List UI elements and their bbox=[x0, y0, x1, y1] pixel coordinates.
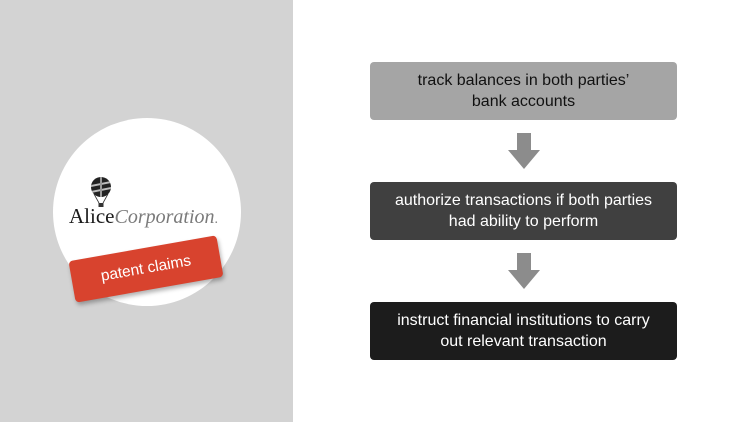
patent-claims-label: patent claims bbox=[99, 252, 193, 285]
down-arrow-icon bbox=[508, 253, 540, 289]
flow-step-3-line-1: instruct financial institutions to carry bbox=[397, 312, 650, 329]
flow-step-1-text: track balances in both parties’ bank acc… bbox=[418, 70, 630, 112]
company-wordmark: AliceCorporation. bbox=[69, 204, 218, 232]
wordmark-suffix: . bbox=[214, 212, 219, 227]
flow-step-1-line-1: track balances in both parties’ bbox=[417, 72, 630, 89]
down-arrow-icon bbox=[508, 133, 540, 169]
wordmark-alice: Alice bbox=[69, 204, 115, 228]
flow-step-1: track balances in both parties’ bank acc… bbox=[370, 62, 677, 120]
hot-air-balloon-icon bbox=[91, 177, 111, 207]
flow-step-1-line-2: bank accounts bbox=[471, 93, 576, 110]
left-panel: AliceCorporation. patent claims bbox=[0, 0, 293, 422]
flow-step-2-line-1: authorize transactions if both parties bbox=[394, 192, 653, 209]
flow-step-2: authorize transactions if both parties h… bbox=[370, 182, 677, 240]
flow-step-2-text: authorize transactions if both parties h… bbox=[395, 190, 652, 232]
flow-step-3: instruct financial institutions to carry… bbox=[370, 302, 677, 360]
flow-step-2-line-2: had ability to perform bbox=[448, 213, 599, 230]
wordmark-corporation: Corporation bbox=[114, 206, 215, 228]
flow-step-3-text: instruct financial institutions to carry… bbox=[397, 310, 650, 352]
flow-step-3-line-2: out relevant transaction bbox=[440, 333, 607, 350]
